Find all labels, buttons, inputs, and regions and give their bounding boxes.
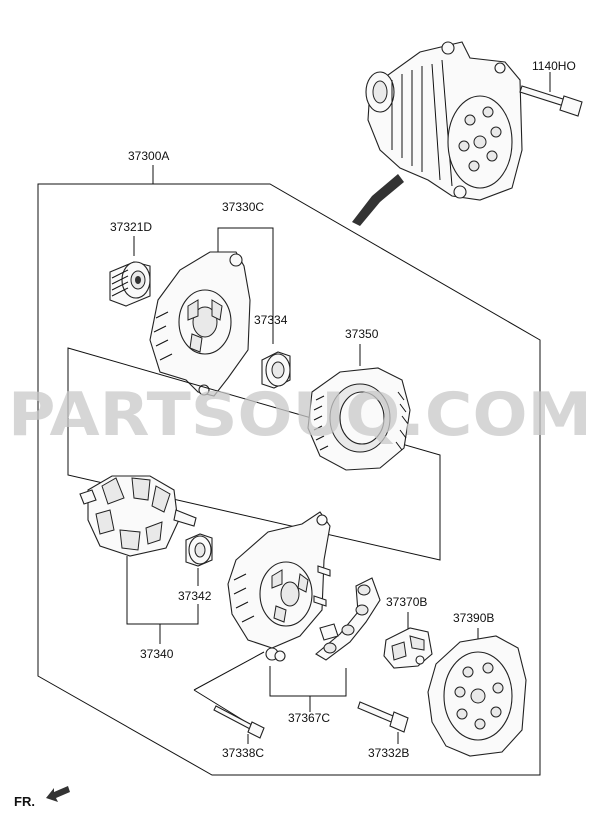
bearing-37342-drawing[interactable] xyxy=(185,533,213,567)
label-37340[interactable]: 37340 xyxy=(140,647,174,661)
rear-bracket-drawing[interactable] xyxy=(227,511,331,662)
front-bracket-37330C-drawing[interactable] xyxy=(149,251,251,397)
label-37390B[interactable]: 37390B xyxy=(453,611,494,625)
leader-37330C xyxy=(217,227,274,344)
label-37300A[interactable]: 37300A xyxy=(128,149,169,163)
stator-37350-drawing[interactable] xyxy=(307,367,411,471)
regulator-37370B-drawing[interactable] xyxy=(383,627,433,669)
bolt-37338C-drawing[interactable] xyxy=(213,705,265,739)
label-37338C[interactable]: 37338C xyxy=(222,746,264,760)
rotor-37340-drawing[interactable] xyxy=(79,475,197,557)
label-37330C[interactable]: 37330C xyxy=(222,200,264,214)
bearing-37334-drawing[interactable] xyxy=(261,351,291,389)
alternator-assembly-drawing[interactable] xyxy=(365,41,523,201)
label-37332B[interactable]: 37332B xyxy=(368,746,409,760)
watermark-text: PARTSOUQ.COM xyxy=(8,380,592,450)
leader-37338C-diag xyxy=(193,651,265,691)
rear-cover-37390B-drawing[interactable] xyxy=(427,635,527,757)
label-37367C[interactable]: 37367C xyxy=(288,711,330,725)
label-37321D[interactable]: 37321D xyxy=(110,220,152,234)
assembly-pointer-arrow xyxy=(352,174,404,226)
front-direction-arrow-icon xyxy=(46,786,70,802)
label-37342[interactable]: 37342 xyxy=(178,589,212,603)
leader-37367C xyxy=(269,666,347,697)
label-37334[interactable]: 37334 xyxy=(254,313,288,327)
assembly-boundary-37300A xyxy=(37,183,541,776)
front-orientation-label: FR. xyxy=(14,794,35,809)
rectifier-37367C-drawing[interactable] xyxy=(315,577,381,661)
label-37350[interactable]: 37350 xyxy=(345,327,379,341)
leader-37340 xyxy=(126,556,199,625)
label-37370B[interactable]: 37370B xyxy=(386,595,427,609)
bolt-1140HO-drawing[interactable] xyxy=(519,85,583,117)
pulley-37321D-drawing[interactable] xyxy=(109,261,151,307)
bolt-37332B-drawing[interactable] xyxy=(357,701,409,733)
label-1140HO[interactable]: 1140HO xyxy=(532,59,576,73)
